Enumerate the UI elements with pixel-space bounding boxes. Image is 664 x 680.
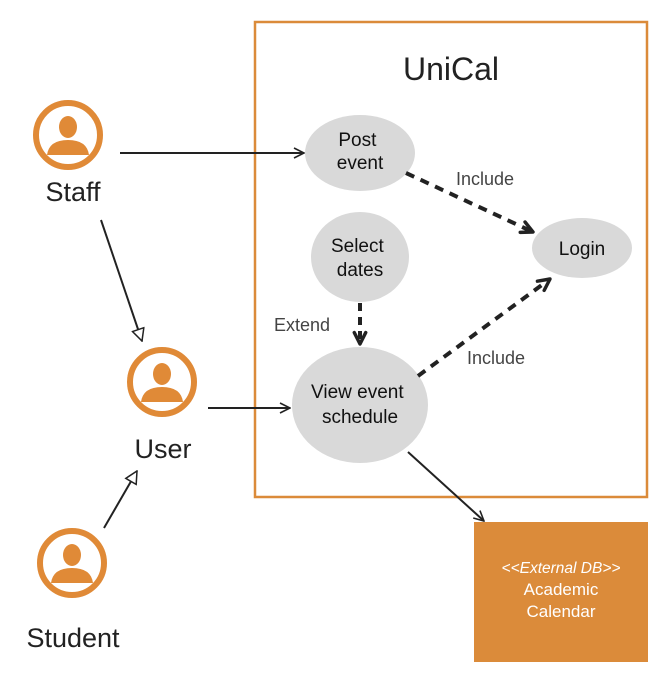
use-case-select-dates[interactable]: Select dates (311, 212, 409, 302)
use-case-login[interactable]: Login (532, 218, 632, 278)
actor-staff[interactable]: Staff (33, 100, 103, 207)
use-case-view-event-schedule[interactable]: View event schedule (292, 347, 428, 463)
post-event-line-1: Post (338, 130, 377, 151)
post-event-label: Post event (337, 130, 384, 174)
post-event-line-2: event (337, 153, 384, 174)
association-view-schedule-external-db (407, 451, 484, 521)
view-schedule-line-1: View event (311, 382, 404, 403)
external-db-stereotype: <<External DB>> (502, 560, 621, 577)
external-db-name-line-1: Academic (524, 580, 599, 599)
student-label: Student (26, 623, 120, 653)
login-label: Login (559, 239, 606, 260)
select-dates-line-2: dates (337, 260, 383, 281)
view-schedule-label: View event schedule (311, 382, 409, 428)
user-label: User (134, 434, 191, 464)
login-ellipse (532, 218, 632, 278)
generalization-staff-user (100, 219, 142, 341)
staff-label: Staff (45, 177, 101, 207)
actor-student[interactable]: Student (26, 528, 120, 653)
generalization-student-user (103, 471, 138, 529)
external-db-box (474, 522, 648, 662)
person-icon (141, 363, 183, 402)
select-dates-ellipse (311, 212, 409, 302)
view-schedule-ellipse (292, 347, 428, 463)
person-icon (47, 116, 89, 155)
include-post-event-login (405, 171, 535, 235)
include-view-schedule-login (416, 277, 552, 378)
extend-label: Extend (274, 315, 330, 335)
person-icon (51, 544, 93, 583)
include-label-1: Include (456, 169, 514, 189)
use-case-post-event[interactable]: Post event (305, 115, 415, 191)
post-event-ellipse (305, 115, 415, 191)
select-dates-line-1: Select (331, 236, 385, 257)
system-boundary (253, 20, 649, 499)
include-label-2: Include (467, 348, 525, 368)
system-title: UniCal (403, 51, 499, 87)
view-schedule-line-2: schedule (322, 407, 398, 428)
select-dates-label: Select dates (331, 236, 389, 281)
external-db-academic-calendar[interactable]: <<External DB>> Academic Calendar (474, 522, 648, 662)
actor-user[interactable]: User (127, 347, 197, 464)
external-db-name-line-2: Calendar (527, 602, 596, 621)
